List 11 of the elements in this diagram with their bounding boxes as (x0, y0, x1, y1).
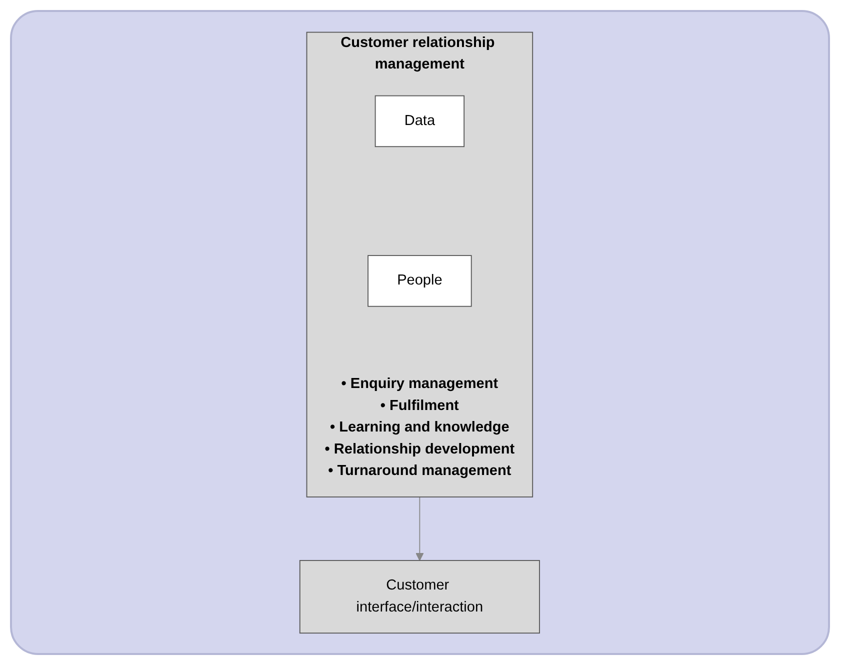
node-box (375, 95, 465, 147)
cluster (306, 32, 534, 498)
node-box (300, 560, 540, 634)
list-item: • Learning and knowledge (330, 419, 510, 436)
arrow (416, 496, 424, 561)
list-item: • Turnaround management (328, 462, 512, 479)
diagram: Customer relationship management Data People • Enquiry management • Fulfilment • Learning and knowledge • Relationship development • Turnaround management Customer interface/interaction (28, 24, 812, 640)
list-item: • Enquiry management (342, 376, 498, 392)
node-box (368, 254, 472, 307)
list-item: • Relationship development (325, 441, 515, 458)
list-item: • Fulfilment (380, 398, 460, 414)
